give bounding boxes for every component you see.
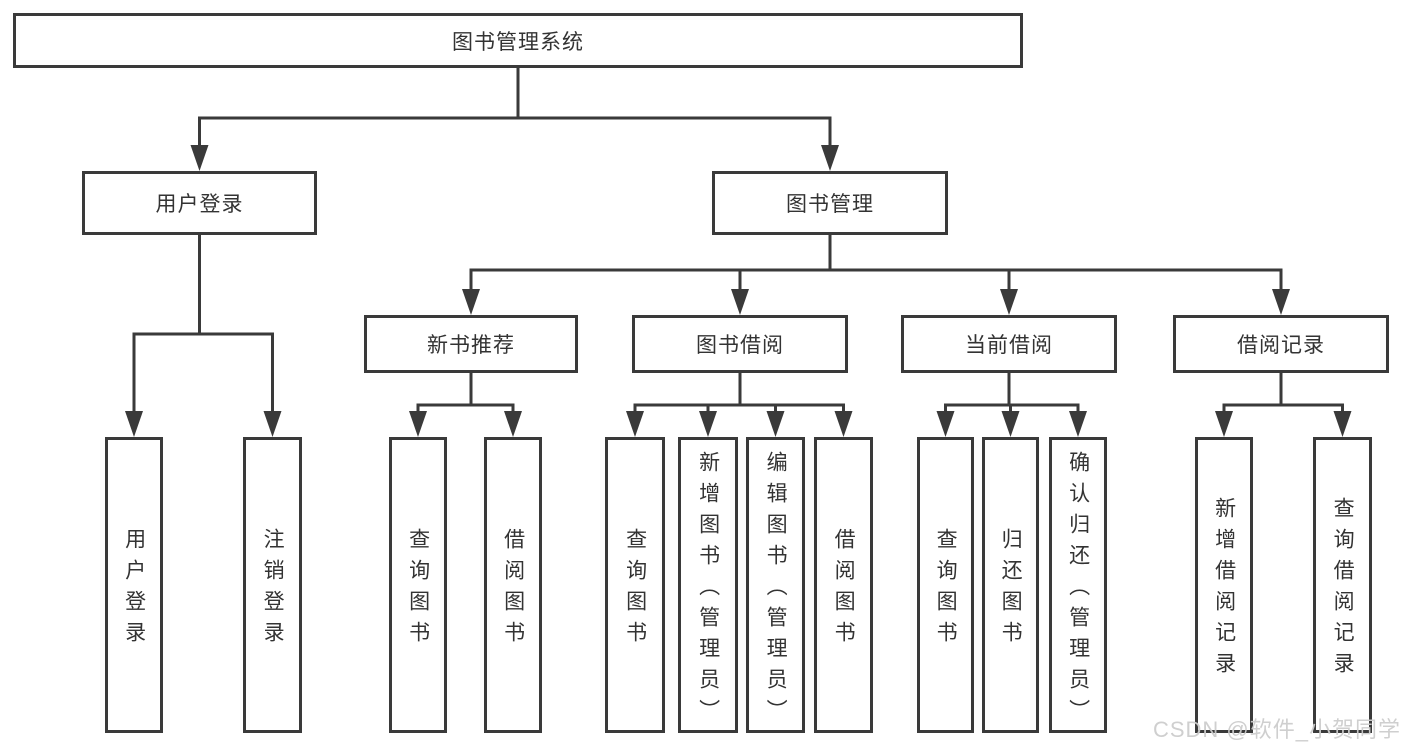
arrowhead-icon [1333,411,1352,437]
leaf-label: 新增图书（管理员） [696,450,720,730]
leaf-label: 注销登录 [261,528,285,652]
leaf-add-borrow-record: 新增借阅记录 [1195,437,1253,733]
node-user-login: 用户登录 [82,171,317,235]
leaf-label: 查询图书 [934,528,958,652]
leaf-label: 归还图书 [999,528,1023,652]
leaf-label: 借阅图书 [832,528,856,652]
arrowhead-icon [1001,411,1020,437]
connector-line [1222,373,1344,413]
leaf-label: 新增借阅记录 [1212,497,1236,683]
arrowhead-icon [731,289,749,315]
leaf-query-borrow-record: 查询借阅记录 [1313,437,1372,733]
leaf-add-books-admin: 新增图书（管理员） [678,437,738,733]
leaf-query-books-current: 查询图书 [917,437,974,733]
connector-line [944,373,1080,413]
arrowhead-icon [936,411,955,437]
arrowhead-icon [1272,289,1290,315]
arrowhead-icon [190,145,209,171]
arrowhead-icon [409,411,427,437]
node-book-borrowing: 图书借阅 [632,315,848,373]
arrowhead-icon [766,411,785,437]
arrowhead-icon [504,411,522,437]
connector-line [198,68,832,147]
leaf-label: 查询借阅记录 [1331,497,1355,683]
leaf-edit-books-admin: 编辑图书（管理员） [746,437,805,733]
node-library-management-system: 图书管理系统 [13,13,1023,68]
arrowhead-icon [263,411,282,437]
node-borrowing-records: 借阅记录 [1173,315,1389,373]
arrowhead-icon [626,411,644,437]
leaf-user-login: 用户登录 [105,437,163,733]
leaf-logout: 注销登录 [243,437,302,733]
connector-line [469,235,1283,291]
leaf-borrow-books-recommend: 借阅图书 [484,437,542,733]
arrowhead-icon [1000,289,1018,315]
node-current-borrowing: 当前借阅 [901,315,1117,373]
leaf-label: 确认归还（管理员） [1066,450,1090,730]
node-book-management: 图书管理 [712,171,948,235]
leaf-query-books-recommend: 查询图书 [389,437,447,733]
leaf-label: 编辑图书（管理员） [764,450,788,730]
connector-line [633,373,845,413]
connector-line [416,373,515,413]
arrowhead-icon [834,411,853,437]
node-new-book-recommendation: 新书推荐 [364,315,578,373]
leaf-confirm-return-admin: 确认归还（管理员） [1049,437,1107,733]
arrowhead-icon [1215,411,1233,437]
arrowhead-icon [125,411,143,437]
leaf-label: 查询图书 [406,528,430,652]
connector-line [132,235,274,413]
leaf-label: 查询图书 [623,528,647,652]
leaf-label: 用户登录 [122,528,146,652]
arrowhead-icon [699,411,717,437]
arrowhead-icon [1069,411,1087,437]
csdn-watermark: CSDN @软件_小贺同学 [1152,717,1401,742]
leaf-return-books: 归还图书 [982,437,1039,733]
arrowhead-icon [821,145,839,171]
arrowhead-icon [462,289,480,315]
leaf-borrow-books: 借阅图书 [814,437,873,733]
leaf-query-books-borrow: 查询图书 [605,437,665,733]
leaf-label: 借阅图书 [501,528,525,652]
